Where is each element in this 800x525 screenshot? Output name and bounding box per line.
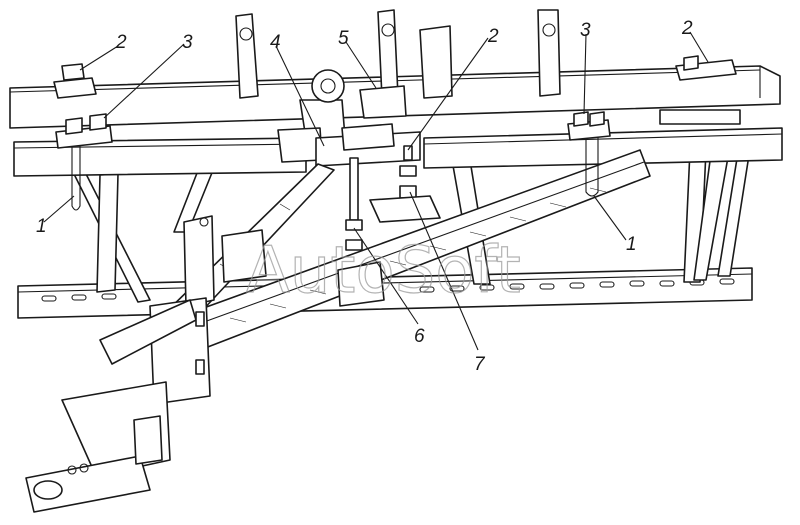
callout-label: 1 [36, 216, 47, 237]
callout-label: 2 [487, 26, 499, 47]
leader-lines [43, 31, 709, 351]
vertical-bolts [337, 145, 441, 307]
callout-label: 6 [414, 326, 425, 347]
middle-front-beam [13, 127, 783, 177]
clamp-plates [53, 55, 737, 149]
central-hitch-bracket [277, 69, 421, 167]
hitch-tongue [25, 215, 267, 513]
callout-label: 2 [681, 18, 693, 39]
watermark-text: AutoSoft [246, 234, 521, 308]
callout-label: 2 [115, 32, 127, 53]
mounting-posts [235, 9, 561, 99]
callout-label: 1 [626, 234, 637, 255]
callout-label: 3 [182, 32, 193, 53]
callout-label: 3 [580, 20, 591, 41]
u-bolts [71, 128, 599, 211]
callout-label: 5 [338, 28, 349, 49]
callout-label: 7 [474, 354, 486, 375]
callout-label: 4 [270, 32, 281, 53]
